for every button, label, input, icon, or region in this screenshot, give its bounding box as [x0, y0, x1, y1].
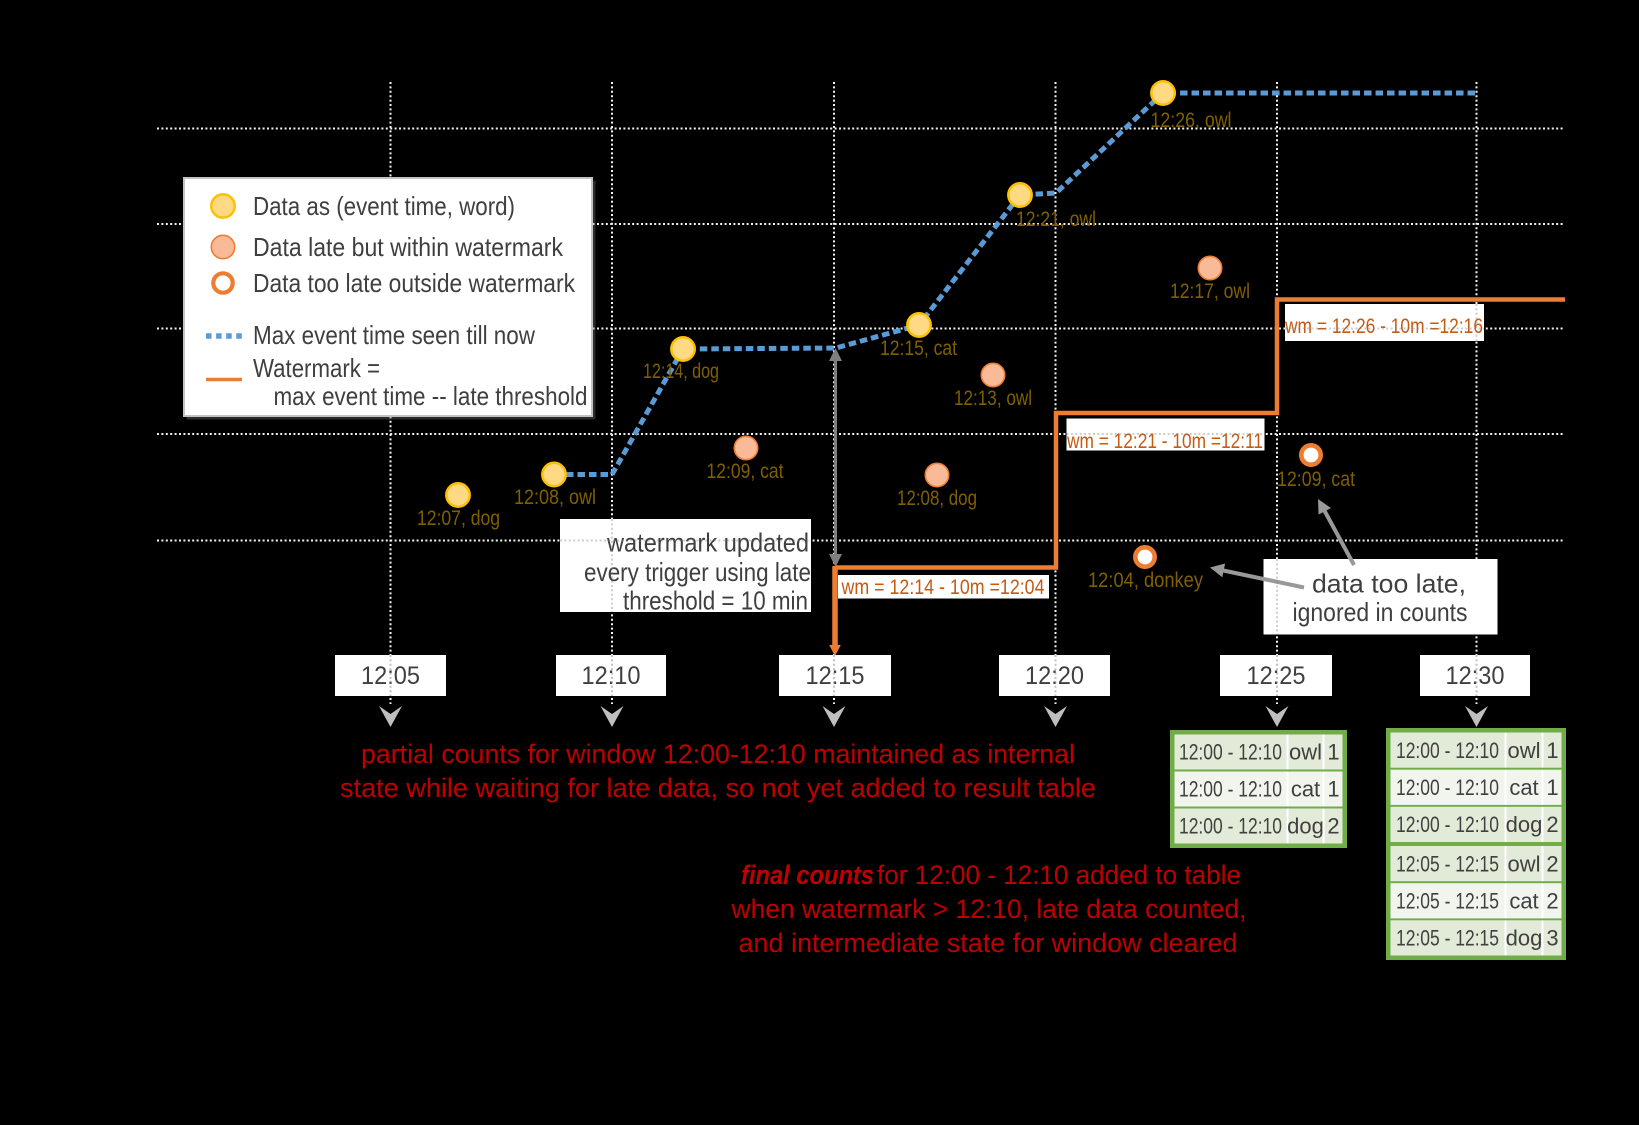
svg-text:when watermark > 12:10, late d: when watermark > 12:10, late data counte…	[731, 894, 1247, 924]
svg-text:12:09, cat: 12:09, cat	[707, 460, 784, 483]
svg-text:and intermediate state for win: and intermediate state for window cleare…	[739, 928, 1238, 958]
svg-text:watermark updated: watermark updated	[606, 528, 809, 558]
svg-text:3: 3	[1546, 926, 1558, 951]
svg-text:threshold = 10 min: threshold = 10 min	[623, 586, 808, 616]
svg-text:data too late,: data too late,	[1312, 569, 1466, 599]
svg-text:12:05 - 12:15: 12:05 - 12:15	[1396, 888, 1499, 913]
svg-text:wm = 12:14 - 10m =12:04: wm = 12:14 - 10m =12:04	[841, 576, 1045, 599]
svg-text:12:04, donkey: 12:04, donkey	[1088, 569, 1203, 592]
svg-text:wm = 12:26 - 10m =12:16: wm = 12:26 - 10m =12:16	[1284, 315, 1483, 338]
svg-text:dog: dog	[1506, 812, 1543, 837]
svg-text:max event time -- late thresho: max event time -- late threshold	[274, 381, 588, 411]
svg-text:dog: dog	[1506, 926, 1543, 951]
svg-text:1: 1	[1546, 775, 1558, 800]
svg-text:12:20: 12:20	[1025, 662, 1084, 690]
svg-text:12:00 - 12:10: 12:00 - 12:10	[1179, 814, 1282, 839]
svg-text:12:09, cat: 12:09, cat	[1277, 468, 1355, 491]
svg-text:cat: cat	[1509, 775, 1538, 800]
svg-text:12:17, owl: 12:17, owl	[1170, 280, 1250, 303]
svg-text:2: 2	[1546, 812, 1558, 837]
svg-text:final counts: final counts	[741, 860, 874, 890]
svg-text:12:15, cat: 12:15, cat	[880, 337, 957, 360]
svg-text:every trigger using late: every trigger using late	[584, 557, 811, 587]
svg-text:12:00 - 12:10: 12:00 - 12:10	[1179, 740, 1282, 765]
svg-text:2: 2	[1546, 851, 1558, 876]
svg-text:12:08, owl: 12:08, owl	[514, 486, 596, 509]
svg-text:cat: cat	[1509, 888, 1538, 913]
svg-text:2: 2	[1546, 888, 1558, 913]
svg-text:12:05 - 12:15: 12:05 - 12:15	[1396, 926, 1499, 951]
svg-text:12:13, owl: 12:13, owl	[954, 387, 1032, 410]
svg-text:12:00 - 12:10: 12:00 - 12:10	[1396, 738, 1499, 763]
svg-text:wm = 12:21 - 10m =12:11: wm = 12:21 - 10m =12:11	[1066, 430, 1263, 453]
svg-text:12:00 - 12:10: 12:00 - 12:10	[1396, 775, 1499, 800]
svg-text:12:05 - 12:15: 12:05 - 12:15	[1396, 851, 1499, 876]
svg-text:Data as (event time, word): Data as (event time, word)	[253, 191, 515, 221]
svg-text:dog: dog	[1287, 814, 1324, 839]
svg-text:cat: cat	[1291, 777, 1320, 802]
svg-text:12:08, dog: 12:08, dog	[897, 487, 977, 510]
svg-text:1: 1	[1327, 740, 1339, 765]
svg-text:12:26, owl: 12:26, owl	[1151, 109, 1232, 132]
svg-text:1: 1	[1327, 777, 1339, 802]
svg-text:partial counts for window 12:0: partial counts for window 12:00-12:10 ma…	[361, 739, 1075, 769]
svg-text:2: 2	[1327, 814, 1339, 839]
svg-text:12:00 - 12:10: 12:00 - 12:10	[1396, 812, 1499, 837]
svg-text:12:00 - 12:10: 12:00 - 12:10	[1179, 777, 1282, 802]
svg-text:ignored in counts: ignored in counts	[1293, 597, 1468, 627]
svg-text:for 12:00 - 12:10 added to tab: for 12:00 - 12:10 added to table	[877, 860, 1241, 890]
svg-text:owl: owl	[1507, 851, 1540, 876]
svg-text:12:30: 12:30	[1446, 662, 1505, 690]
svg-text:12:25: 12:25	[1247, 662, 1306, 690]
svg-text:Data late but within watermark: Data late but within watermark	[253, 232, 564, 262]
svg-text:12:07, dog: 12:07, dog	[417, 507, 500, 530]
svg-text:12:14, dog: 12:14, dog	[643, 360, 719, 383]
svg-text:state while waiting for late d: state while waiting for late data, so no…	[340, 773, 1096, 803]
svg-text:owl: owl	[1289, 740, 1322, 765]
svg-text:1: 1	[1546, 738, 1558, 763]
svg-text:12:15: 12:15	[806, 662, 865, 690]
svg-text:owl: owl	[1507, 738, 1540, 763]
svg-text:Data too late outside watermar: Data too late outside watermark	[253, 268, 576, 298]
svg-text:12:10: 12:10	[582, 662, 641, 690]
svg-text:Max event time seen till now: Max event time seen till now	[253, 320, 535, 350]
svg-text:Watermark =: Watermark =	[253, 353, 380, 383]
svg-text:12:21, owl: 12:21, owl	[1016, 208, 1096, 231]
svg-text:12:05: 12:05	[361, 662, 420, 690]
